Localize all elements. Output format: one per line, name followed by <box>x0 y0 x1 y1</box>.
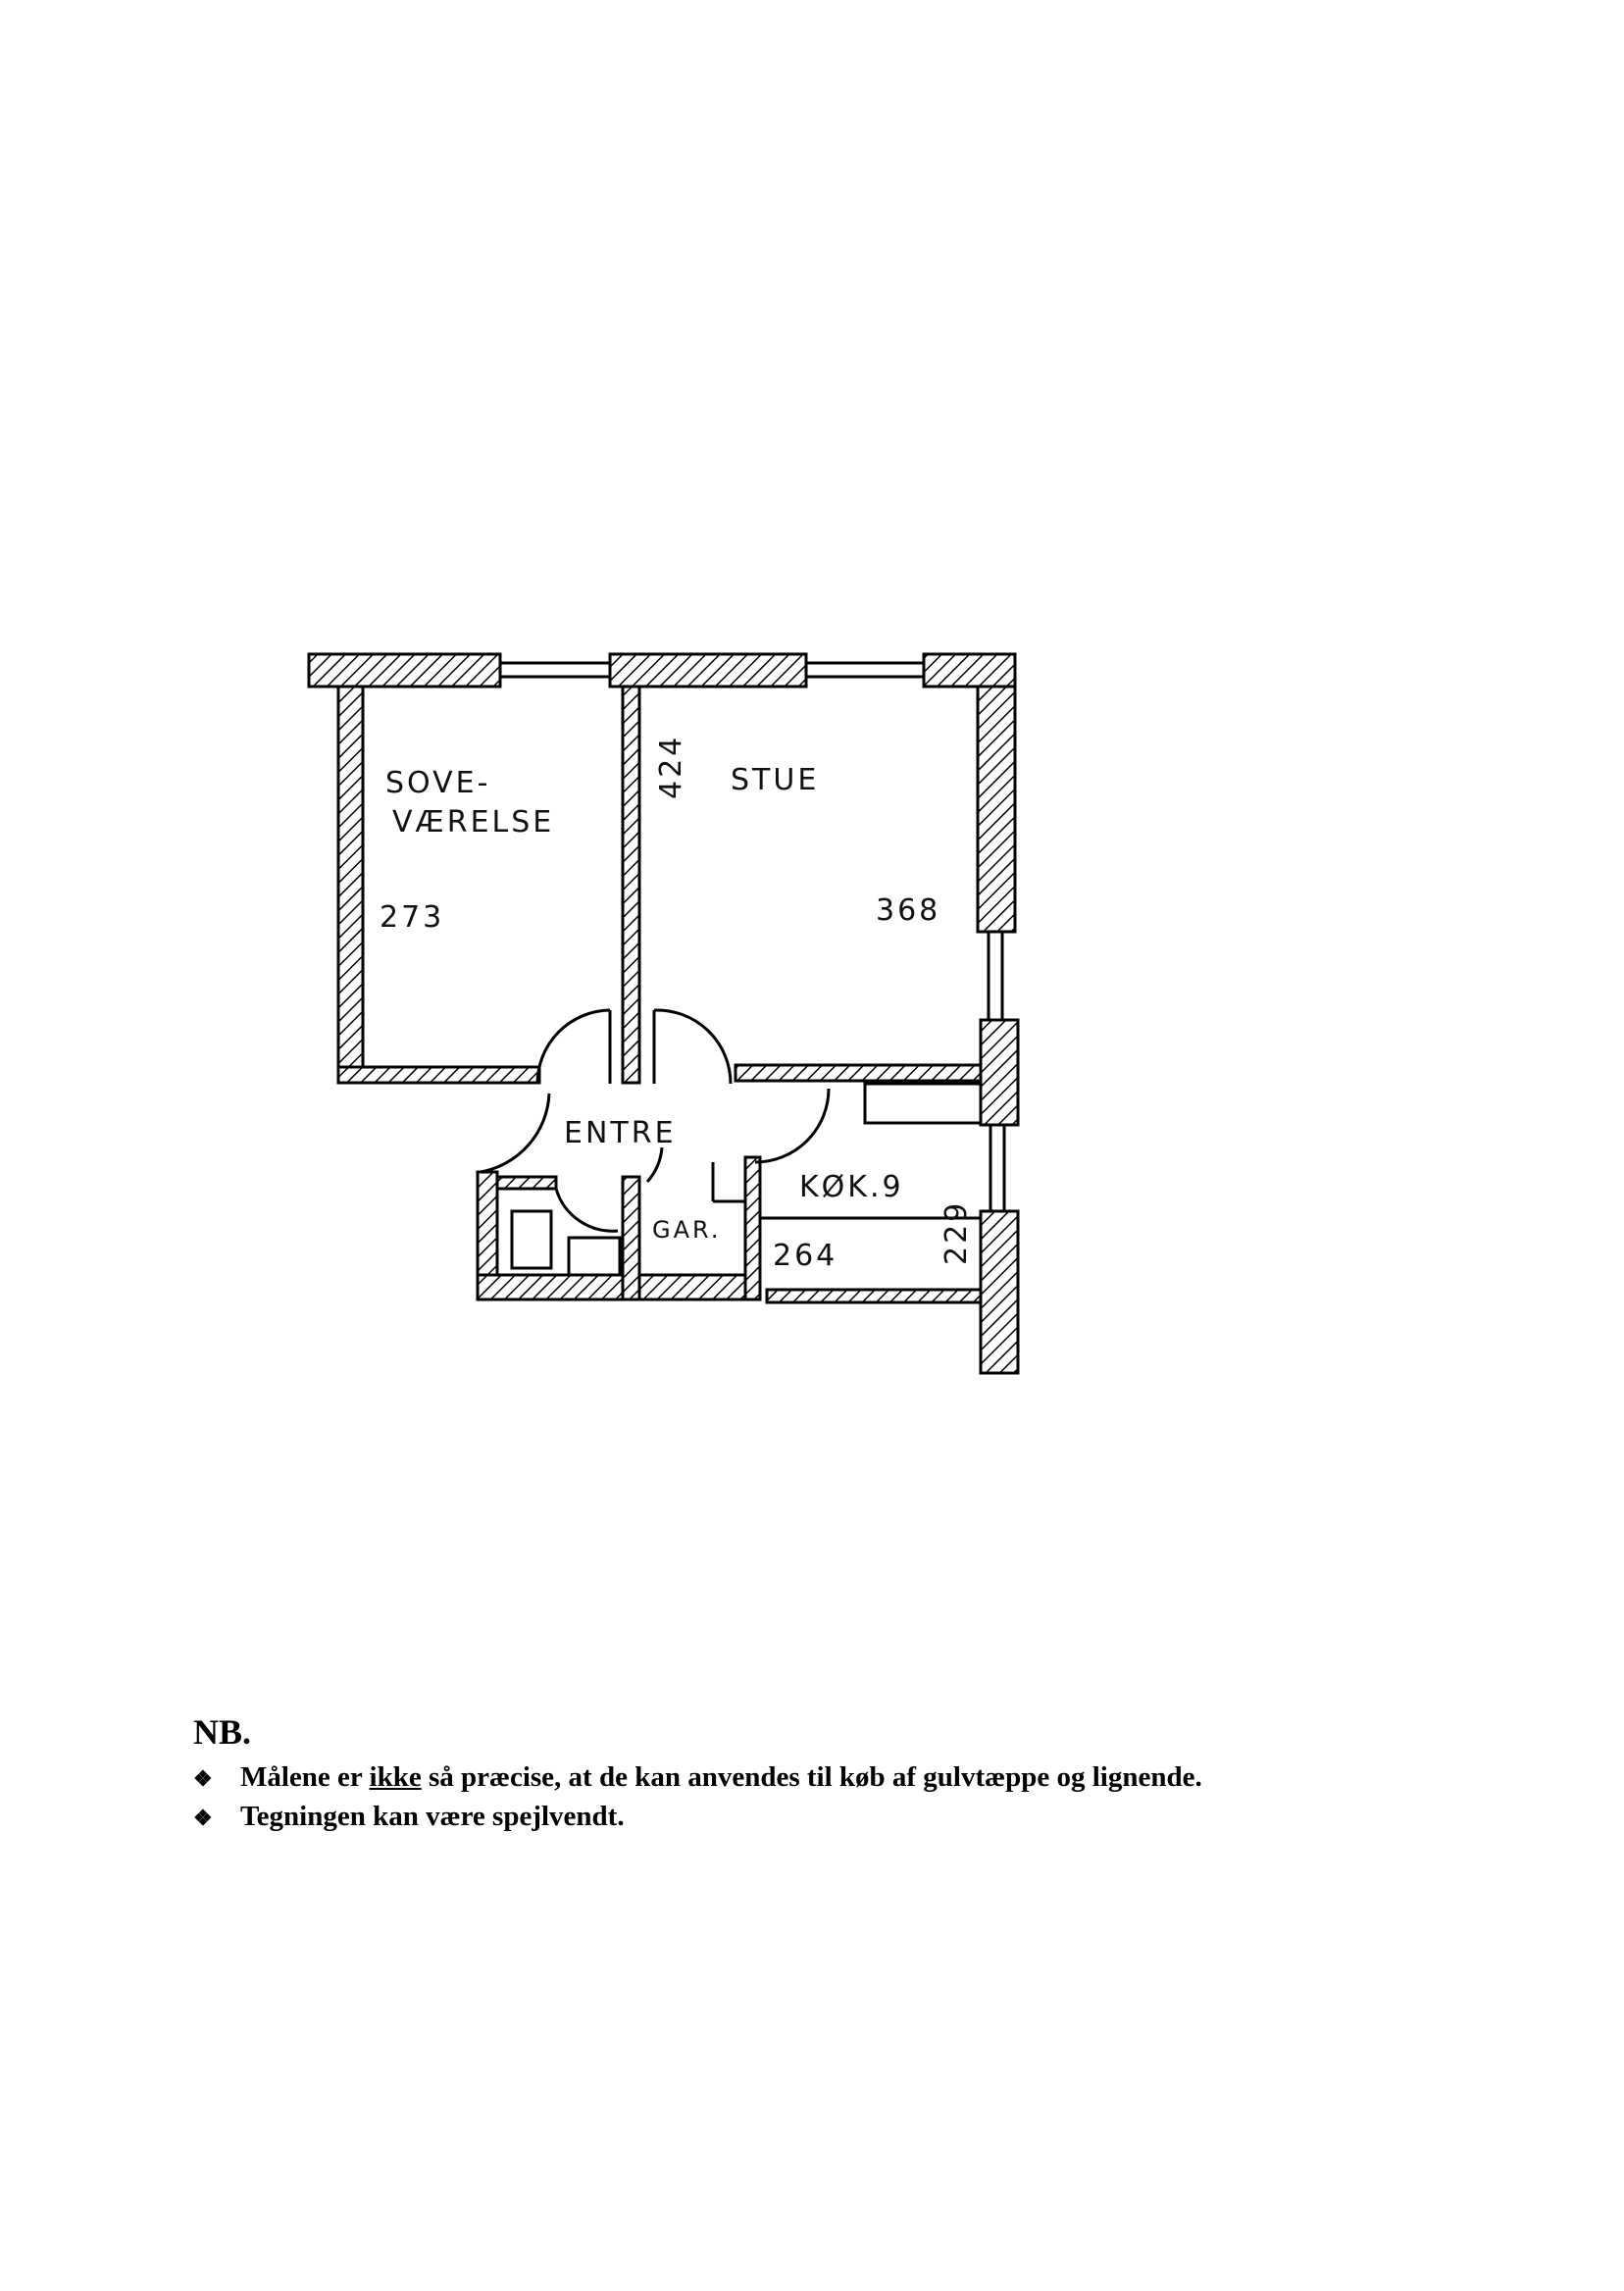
bedroom-width: 273 <box>380 900 444 935</box>
living-width: 368 <box>876 893 940 928</box>
doors-and-fixtures <box>480 1008 983 1277</box>
room-labels: SOVE- VÆRELSE 273 STUE 424 368 ENTRE GAR… <box>380 735 974 1273</box>
kitchen-label: KØK.9 <box>799 1170 904 1204</box>
note-emphasis: ikke <box>369 1761 422 1793</box>
walls <box>307 652 1020 1375</box>
living-depth: 424 <box>654 735 688 799</box>
wardrobe-label: GAR. <box>652 1216 721 1244</box>
bedroom-label-line2: VÆRELSE <box>392 805 554 840</box>
note-item: ❖ Tegningen kan være spejlvendt. <box>193 1798 1202 1837</box>
hall-label: ENTRE <box>564 1116 677 1150</box>
notes: NB. ❖ Målene er ikke så præcise, at de ka… <box>193 1711 1202 1837</box>
note-item: ❖ Målene er ikke så præcise, at de kan an… <box>193 1758 1202 1798</box>
kitchen-depth: 229 <box>939 1200 974 1265</box>
note-text: Målene er <box>240 1761 370 1793</box>
windows <box>498 661 1006 1213</box>
bullet-diamond-icon: ❖ <box>193 1766 213 1791</box>
bullet-diamond-icon: ❖ <box>193 1806 213 1830</box>
note-text: så præcise, at de kan anvendes til køb a… <box>421 1761 1202 1793</box>
bedroom-label-line1: SOVE- <box>385 766 490 800</box>
kitchen-width: 264 <box>773 1239 837 1273</box>
living-label: STUE <box>731 763 819 797</box>
floor-plan: SOVE- VÆRELSE 273 STUE 424 368 ENTRE GAR… <box>307 652 1020 1375</box>
notes-heading: NB. <box>193 1712 252 1752</box>
note-text: Tegningen kan være spejlvendt. <box>240 1801 625 1832</box>
